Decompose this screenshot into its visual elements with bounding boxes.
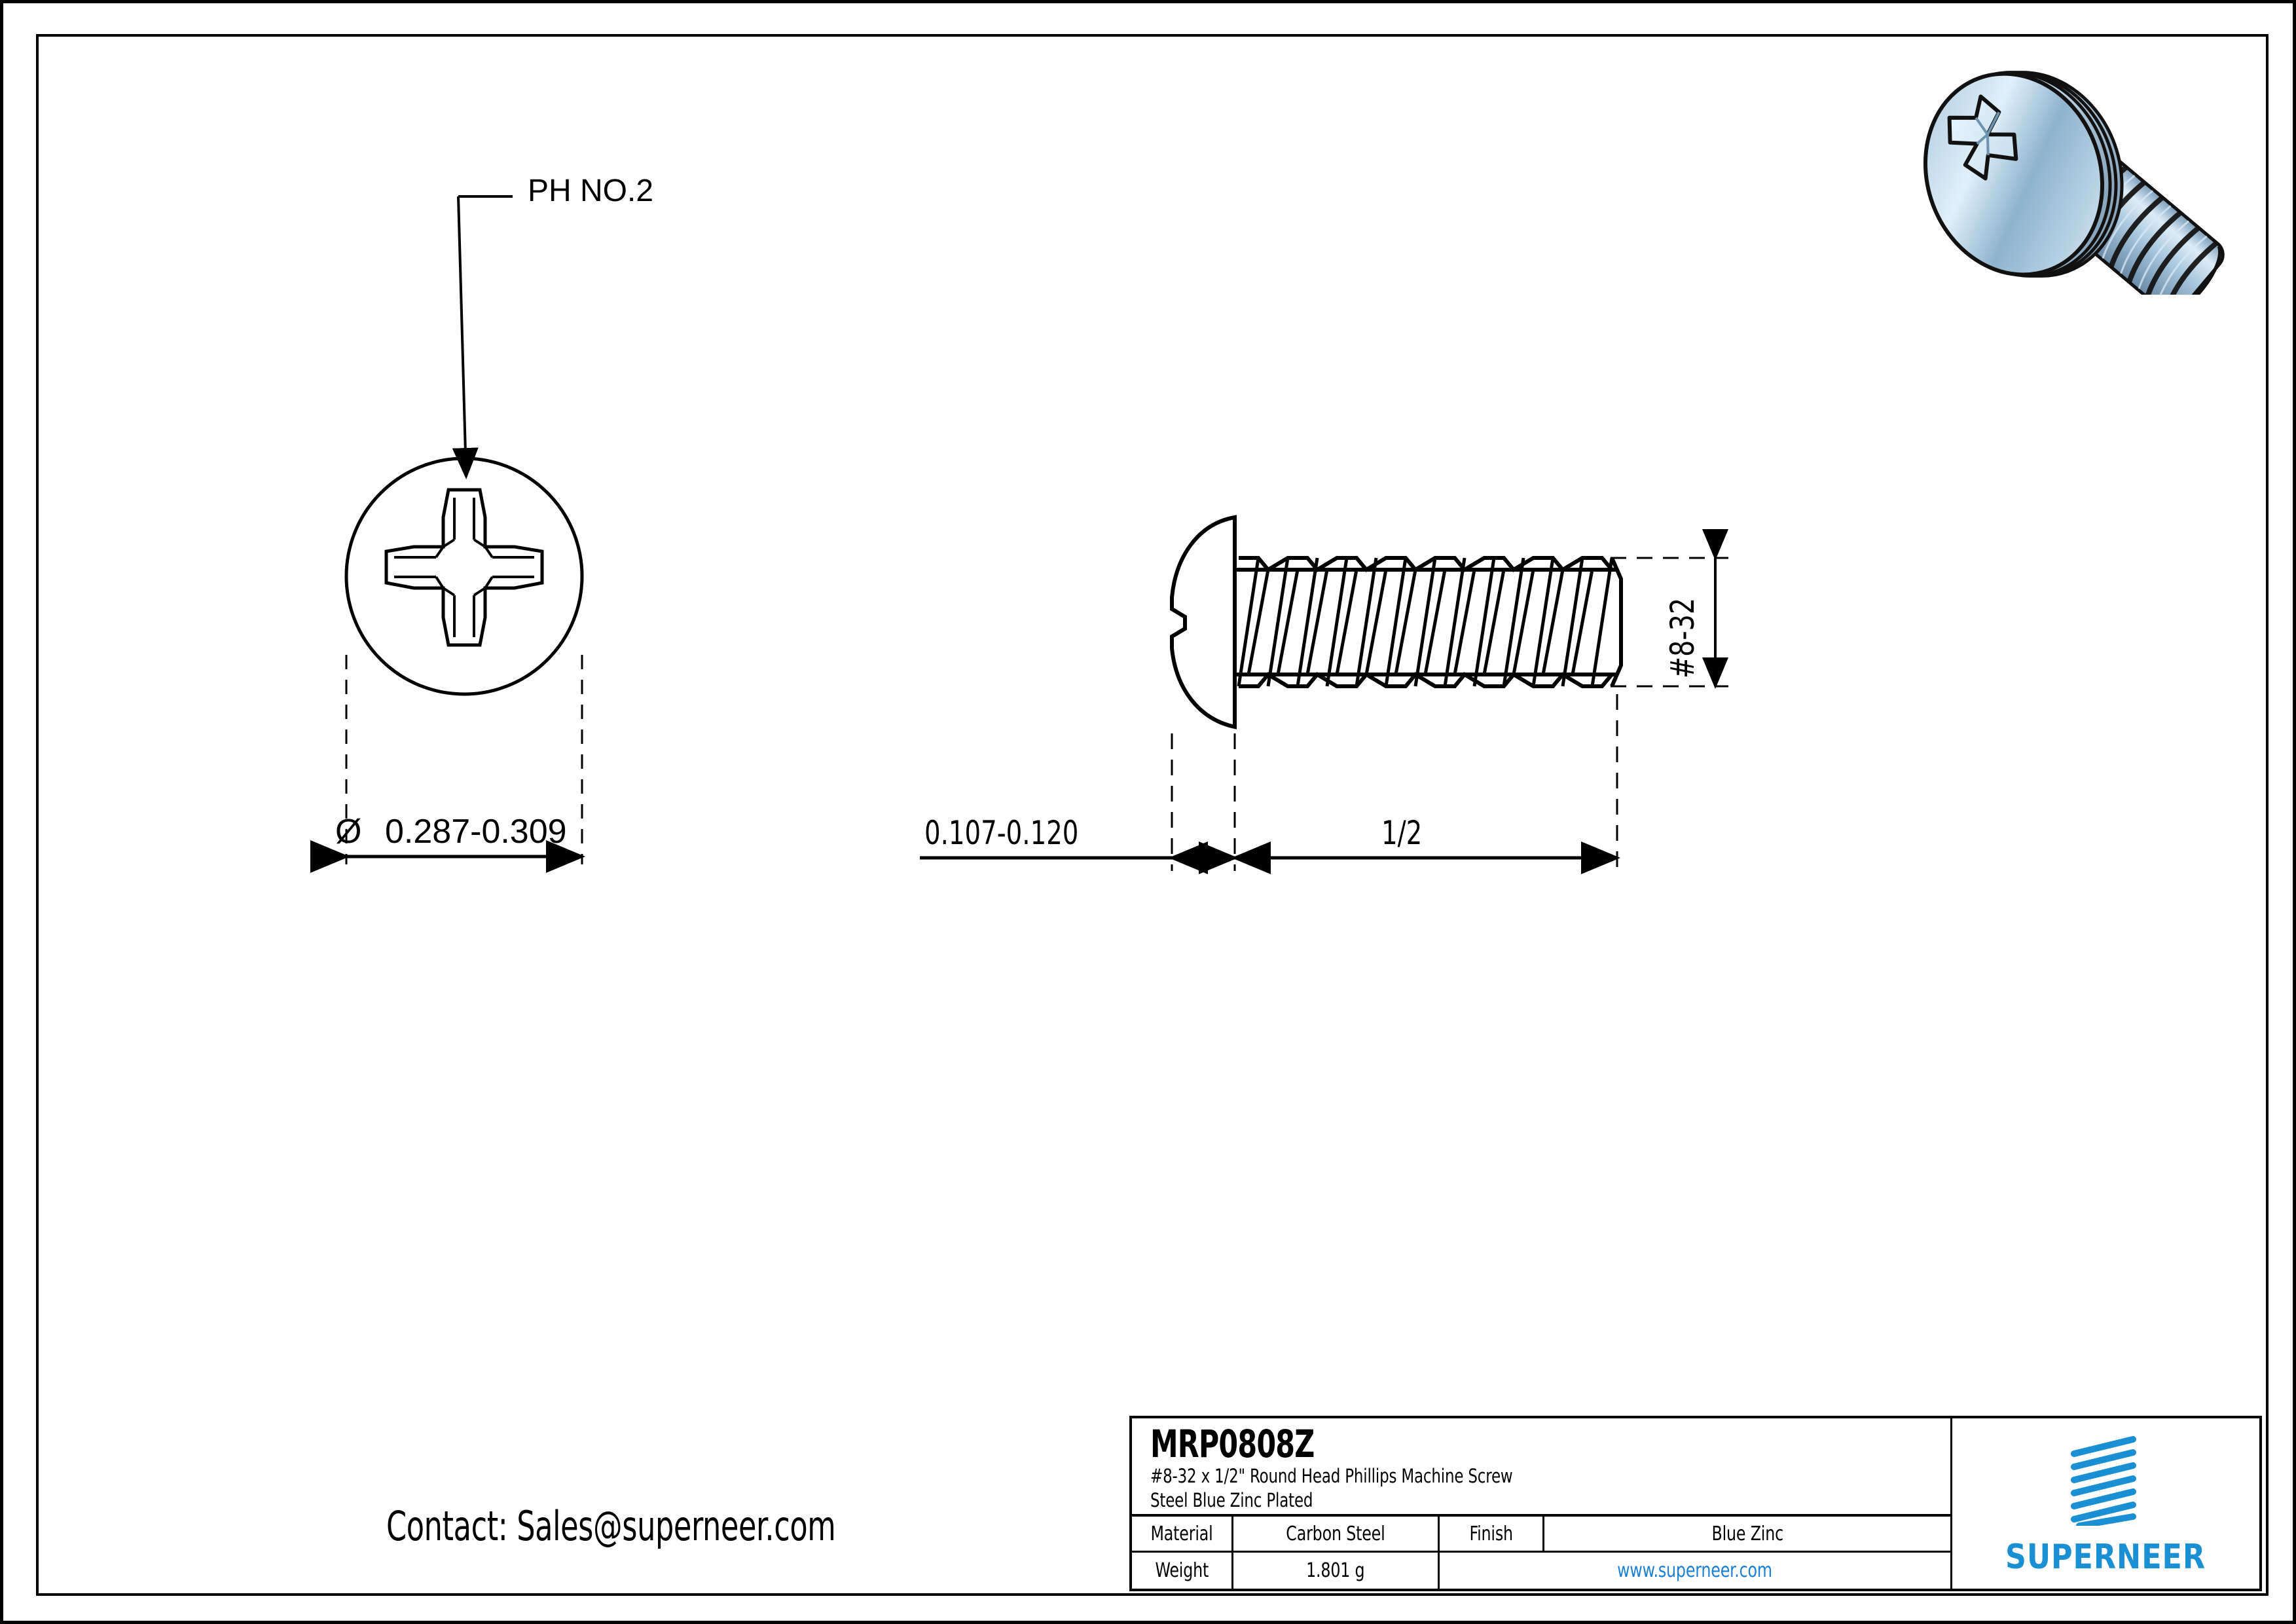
- length-dimension-label: 1/2: [1381, 814, 1423, 852]
- table-row: Weight 1.801 g www.superneer.com: [1132, 1553, 1950, 1589]
- company-logo: SUPERNEER: [1952, 1418, 2259, 1589]
- title-block: MRP0808Z #8-32 x 1/2" Round Head Phillip…: [1129, 1416, 2262, 1591]
- weight-value: 1.801 g: [1233, 1553, 1440, 1589]
- drawing-border: [36, 34, 2269, 1596]
- website-link[interactable]: www.superneer.com: [1617, 1559, 1773, 1582]
- title-block-header: MRP0808Z #8-32 x 1/2" Round Head Phillip…: [1132, 1418, 1950, 1517]
- part-description-line-1: #8-32 x 1/2" Round Head Phillips Machine…: [1150, 1465, 1513, 1487]
- material-label: Material: [1132, 1517, 1233, 1551]
- weight-label: Weight: [1132, 1553, 1233, 1589]
- part-number: MRP0808Z: [1150, 1422, 1315, 1466]
- table-row: Material Carbon Steel Finish Blue Zinc: [1132, 1517, 1950, 1553]
- title-block-main: MRP0808Z #8-32 x 1/2" Round Head Phillip…: [1132, 1418, 1952, 1589]
- superneer-logo-icon: [2070, 1436, 2136, 1526]
- material-value: Carbon Steel: [1233, 1517, 1440, 1551]
- diameter-dimension-label: 0.287-0.309: [385, 813, 567, 851]
- thread-dimension-label: #8-32: [1664, 597, 1702, 678]
- finish-label: Finish: [1440, 1517, 1544, 1551]
- screw-3d-render: [1923, 71, 2225, 295]
- superneer-wordmark: SUPERNEER: [2005, 1538, 2206, 1577]
- phno2-callout-label: PH NO.2: [528, 174, 654, 208]
- head-height-dimension-label: 0.107-0.120: [924, 814, 1079, 852]
- phillips-recess-3d: [1947, 94, 2018, 181]
- contact-email-text: Contact: Sales@superneer.com: [386, 1502, 836, 1550]
- finish-value: Blue Zinc: [1711, 1522, 1783, 1545]
- spec-table: Material Carbon Steel Finish Blue Zinc W…: [1132, 1517, 1950, 1589]
- part-description-line-2: Steel Blue Zinc Plated: [1150, 1489, 1313, 1511]
- head-face-3d: [1923, 71, 2105, 277]
- diameter-symbol: Ø: [335, 813, 362, 851]
